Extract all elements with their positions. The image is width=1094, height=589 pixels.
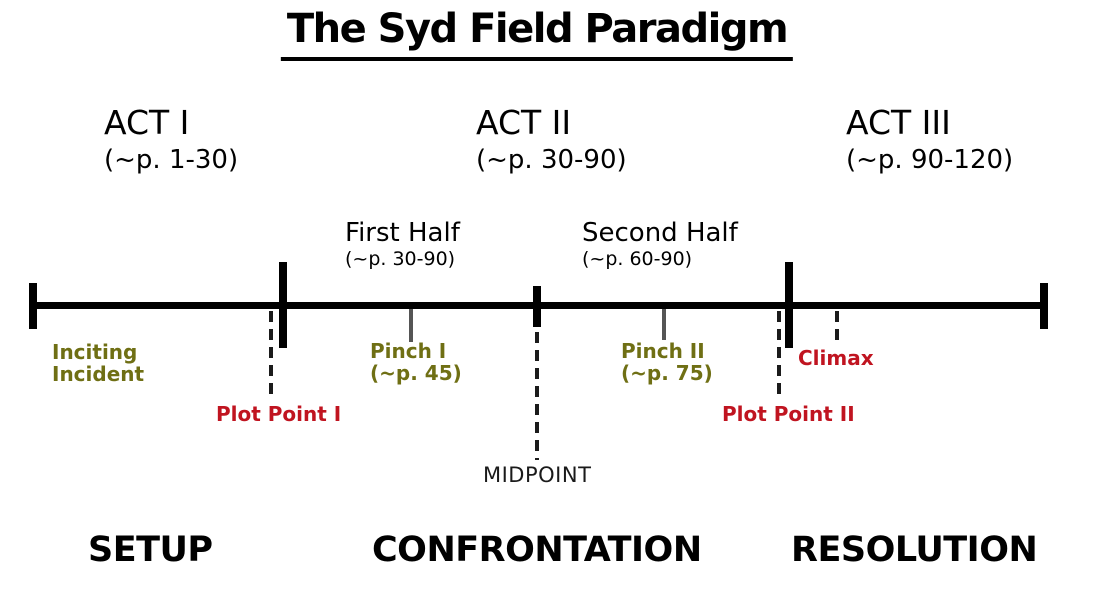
act-2-pages: (~p. 30-90) — [476, 145, 627, 175]
midpoint-label: MIDPOINT — [483, 463, 592, 487]
pinch-1-leader-line — [409, 309, 413, 342]
resolution-section-label: RESOLUTION — [791, 530, 1038, 570]
timeline-start-tick — [29, 283, 37, 329]
midpoint-tick — [533, 286, 541, 327]
timeline-end-tick — [1040, 283, 1048, 329]
climax-label: Climax — [798, 346, 874, 370]
act-3-header: ACT III (~p. 90-120) — [846, 101, 1013, 175]
first-half-pages: (~p. 30-90) — [345, 248, 456, 270]
inciting-incident-line2: Incident — [52, 362, 145, 386]
act-1-header: ACT I (~p. 1-30) — [104, 101, 238, 175]
second-half-pages: (~p. 60-90) — [582, 248, 693, 270]
second-half-header: Second Half (~p. 60-90) — [582, 218, 738, 271]
pinch-1-label: Pinch I (~p. 45) — [370, 340, 462, 384]
inciting-incident-label: Inciting Incident — [52, 341, 144, 385]
setup-section-label: SETUP — [88, 530, 213, 570]
plot-point-1-dashed-line — [269, 311, 273, 397]
plot-point-2-label: Plot Point II — [722, 402, 855, 426]
pinch-1-line1: Pinch I — [370, 339, 447, 363]
plot-point-1-tick — [279, 262, 287, 348]
midpoint-dashed-line — [535, 332, 539, 460]
inciting-incident-line1: Inciting — [52, 340, 138, 364]
confrontation-section-label: CONFRONTATION — [372, 530, 702, 570]
act-1-pages: (~p. 1-30) — [104, 145, 239, 175]
pinch-1-line2: (~p. 45) — [370, 361, 462, 385]
pinch-2-line1: Pinch II — [621, 339, 705, 363]
act-3-pages: (~p. 90-120) — [846, 145, 1014, 175]
climax-dashed-line — [835, 311, 839, 345]
diagram-title: The Syd Field Paradigm — [280, 6, 794, 61]
plot-point-1-label: Plot Point I — [216, 402, 342, 426]
first-half-header: First Half (~p. 30-90) — [345, 218, 460, 271]
first-half-name: First Half — [345, 218, 460, 248]
plot-point-2-dashed-line — [777, 311, 781, 397]
act-1-name: ACT I — [104, 103, 190, 142]
act-2-header: ACT II (~p. 30-90) — [476, 101, 627, 175]
pinch-2-leader-line — [662, 309, 666, 340]
act-3-name: ACT III — [846, 103, 951, 142]
pinch-2-label: Pinch II (~p. 75) — [621, 340, 713, 384]
act-2-name: ACT II — [476, 103, 572, 142]
second-half-name: Second Half — [582, 218, 738, 248]
plot-point-2-tick — [785, 262, 793, 348]
pinch-2-line2: (~p. 75) — [621, 361, 713, 385]
